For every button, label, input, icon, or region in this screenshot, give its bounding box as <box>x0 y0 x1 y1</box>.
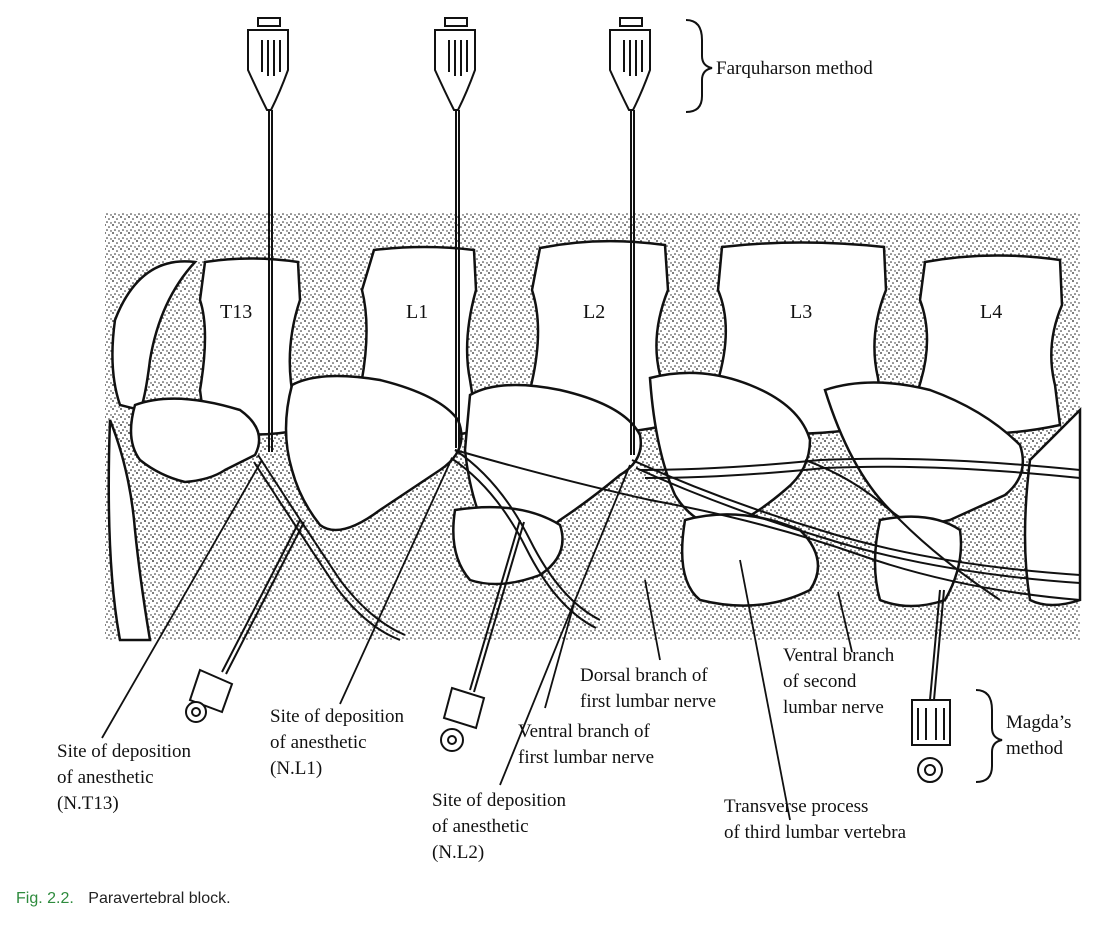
label-site-l2-line3: (N.L2) <box>432 842 484 863</box>
label-transverse-third-line1: Transverse process <box>724 796 868 817</box>
needle-l1 <box>434 17 476 448</box>
label-site-l1-line3: (N.L1) <box>270 758 322 779</box>
label-ventral-second-line3: lumbar nerve <box>783 697 884 718</box>
label-ventral-first: Ventral branch of first lumbar nerve <box>518 721 654 768</box>
vertebra-label-t13: T13 <box>220 301 252 323</box>
label-transverse-third: Transverse process of third lumbar verte… <box>724 796 907 843</box>
magda-needles <box>185 519 951 783</box>
figure-number: Fig. 2.2. <box>16 890 74 907</box>
label-ventral-second-line2: of second <box>783 671 857 692</box>
magda-needle-l1 <box>440 519 525 752</box>
label-ventral-first-line2: first lumbar nerve <box>518 747 654 768</box>
figure-caption: Fig. 2.2. Paravertebral block. <box>16 890 231 908</box>
label-dorsal-first: Dorsal branch of first lumbar nerve <box>580 665 716 712</box>
magda-method-label-line1: Magda’s <box>1006 712 1071 733</box>
label-dorsal-first-line2: first lumbar nerve <box>580 691 716 712</box>
magda-needle-l4 <box>911 589 951 783</box>
label-site-l1-line1: Site of deposition <box>270 706 405 727</box>
label-site-l2-line2: of anesthetic <box>432 816 529 837</box>
label-dorsal-first-line1: Dorsal branch of <box>580 665 708 686</box>
vertebra-label-l2: L2 <box>583 301 605 323</box>
needle-t13 <box>247 17 289 452</box>
needle-l2 <box>609 17 651 455</box>
figure-caption-text: Paravertebral block. <box>88 890 231 907</box>
magda-bracket <box>975 689 1003 783</box>
farquharson-needles <box>247 17 651 455</box>
magda-method-label-line2: method <box>1006 738 1063 759</box>
vertebra-label-l4: L4 <box>980 301 1002 323</box>
label-ventral-second-line1: Ventral branch <box>783 645 895 666</box>
label-site-t13-line2: of anesthetic <box>57 767 154 788</box>
label-site-t13-line1: Site of deposition <box>57 741 192 762</box>
rib-left <box>111 260 198 412</box>
label-site-l1: Site of deposition of anesthetic (N.L1) <box>270 706 405 779</box>
label-site-l2: Site of deposition of anesthetic (N.L2) <box>432 790 567 863</box>
label-ventral-second: Ventral branch of second lumbar nerve <box>783 645 895 718</box>
vertebra-label-l3: L3 <box>790 301 812 323</box>
label-site-l1-line2: of anesthetic <box>270 732 367 753</box>
farquharson-bracket <box>685 19 713 113</box>
label-site-l2-line1: Site of deposition <box>432 790 567 811</box>
label-site-t13-line3: (N.T13) <box>57 793 119 814</box>
vertebra-label-l1: L1 <box>406 301 428 323</box>
label-transverse-third-line2: of third lumbar vertebra <box>724 822 907 843</box>
label-site-t13: Site of deposition of anesthetic (N.T13) <box>57 741 192 814</box>
transverse-processes <box>107 371 1082 642</box>
nerves <box>253 449 1081 641</box>
magda-needle-t13 <box>185 519 305 723</box>
label-ventral-first-line1: Ventral branch of <box>518 721 651 742</box>
leader-lines <box>101 457 853 821</box>
vertebra-body-l4 <box>916 254 1064 436</box>
farquharson-method-label: Farquharson method <box>716 58 873 79</box>
